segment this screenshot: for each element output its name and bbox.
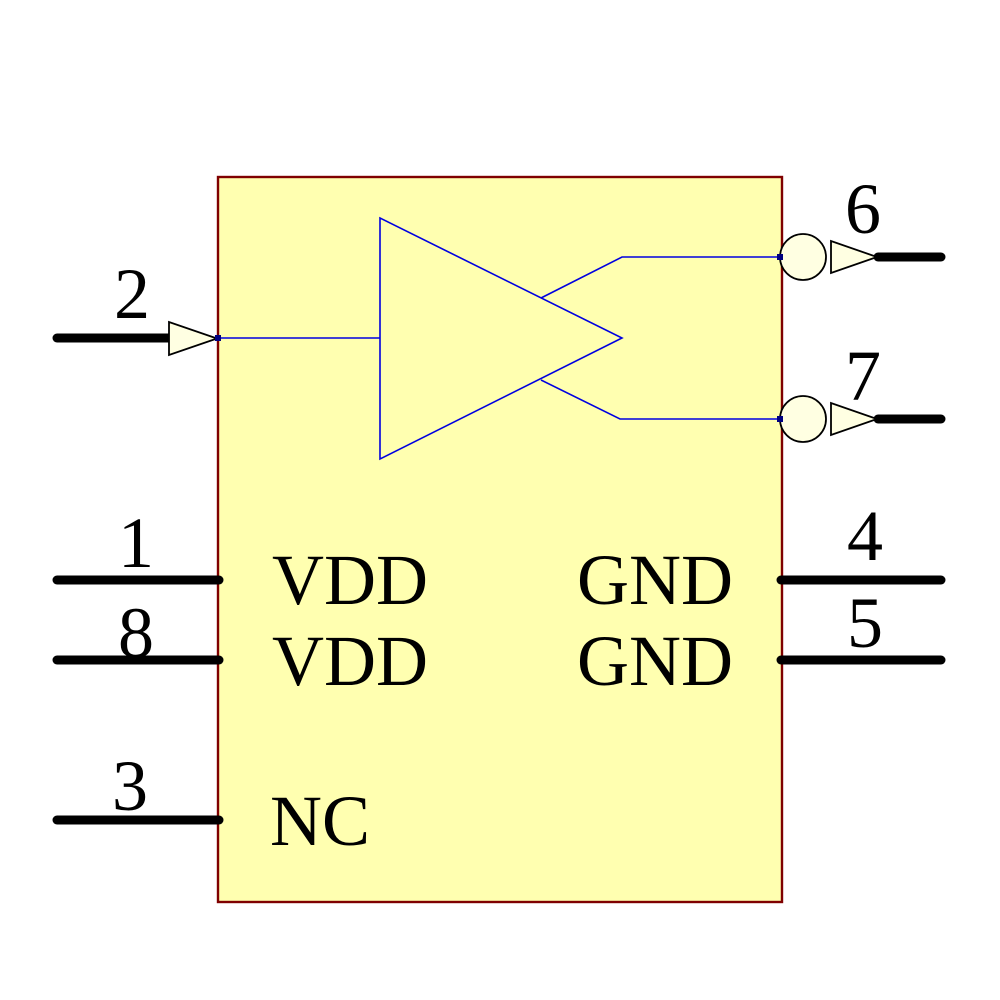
pin-number-3: 3 (112, 746, 148, 826)
label-gnd-bottom: GND (577, 621, 733, 701)
pin-number-4: 4 (847, 496, 883, 576)
output-wire-top (540, 256, 780, 299)
output-arrow-bottom-icon (830, 401, 880, 437)
junction-dot-output-top (777, 254, 783, 260)
input-arrow-icon (168, 320, 220, 357)
label-gnd-top: GND (577, 540, 733, 620)
output-bubble-top-icon (779, 233, 827, 281)
pin-number-7: 7 (845, 336, 881, 416)
junction-dot-output-bottom (777, 416, 783, 422)
output-bubble-bottom-icon (779, 395, 827, 443)
output-arrow-top-icon (830, 239, 880, 275)
output-wire-bottom (540, 379, 780, 420)
label-vdd-bottom: VDD (272, 621, 428, 701)
label-nc: NC (270, 781, 370, 861)
pin-number-8: 8 (118, 593, 154, 673)
pin-number-2: 2 (114, 254, 150, 334)
pin-number-1: 1 (118, 503, 154, 583)
pin-number-5: 5 (847, 583, 883, 663)
pin-number-6: 6 (845, 169, 881, 249)
ic-body (216, 175, 784, 904)
junction-dot-input (215, 335, 221, 341)
label-vdd-top: VDD (272, 540, 428, 620)
buffer-triangle-icon (379, 216, 624, 461)
